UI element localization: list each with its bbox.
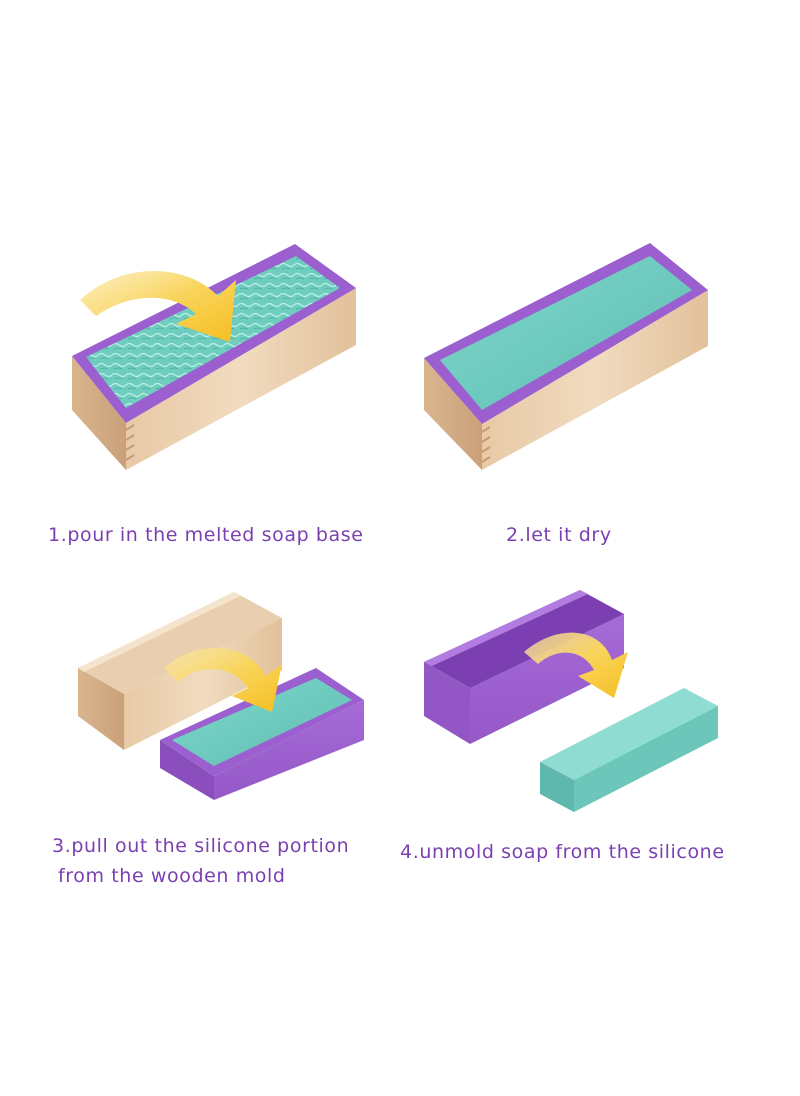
step-4-caption: 4.unmold soap from the silicone: [400, 841, 725, 863]
step-2-caption: 2.let it dry: [506, 524, 612, 546]
soap-bar-end: [540, 762, 574, 812]
wooden-mold-inner-back: [78, 592, 282, 694]
step-3-illustration: [78, 592, 364, 800]
step-4-illustration: [424, 590, 718, 812]
soap-bar-top: [540, 688, 718, 780]
silicone-mold-rim: [424, 590, 588, 666]
silicone-liner-side: [214, 700, 364, 800]
step-3-caption-line-2: from the wooden mold: [58, 865, 286, 887]
silicone-mold-front: [424, 662, 470, 744]
soap-bar-side: [574, 706, 718, 812]
step-3-caption-line-1: 3.pull out the silicone portion: [52, 835, 350, 857]
curved-arrow-icon: [164, 647, 282, 712]
wooden-mold-side: [482, 290, 708, 470]
step-1-caption: 1.pour in the melted soap base: [48, 524, 364, 546]
wooden-mold-side: [126, 288, 356, 470]
curved-arrow-icon: [80, 270, 236, 342]
silicone-liner-front: [160, 740, 214, 800]
silicone-mold-inner-back: [424, 590, 624, 688]
wooden-mold-side: [124, 618, 282, 750]
step-2-illustration: [424, 243, 708, 470]
step-1-illustration: [72, 244, 356, 470]
wooden-mold-front: [424, 358, 482, 470]
wooden-mold-front: [78, 668, 124, 750]
wooden-mold-front: [72, 356, 126, 470]
wooden-mold-rim: [78, 592, 240, 672]
curved-arrow-icon: [524, 632, 628, 698]
soap-surface: [172, 678, 352, 766]
dried-soap-surface: [440, 256, 692, 410]
